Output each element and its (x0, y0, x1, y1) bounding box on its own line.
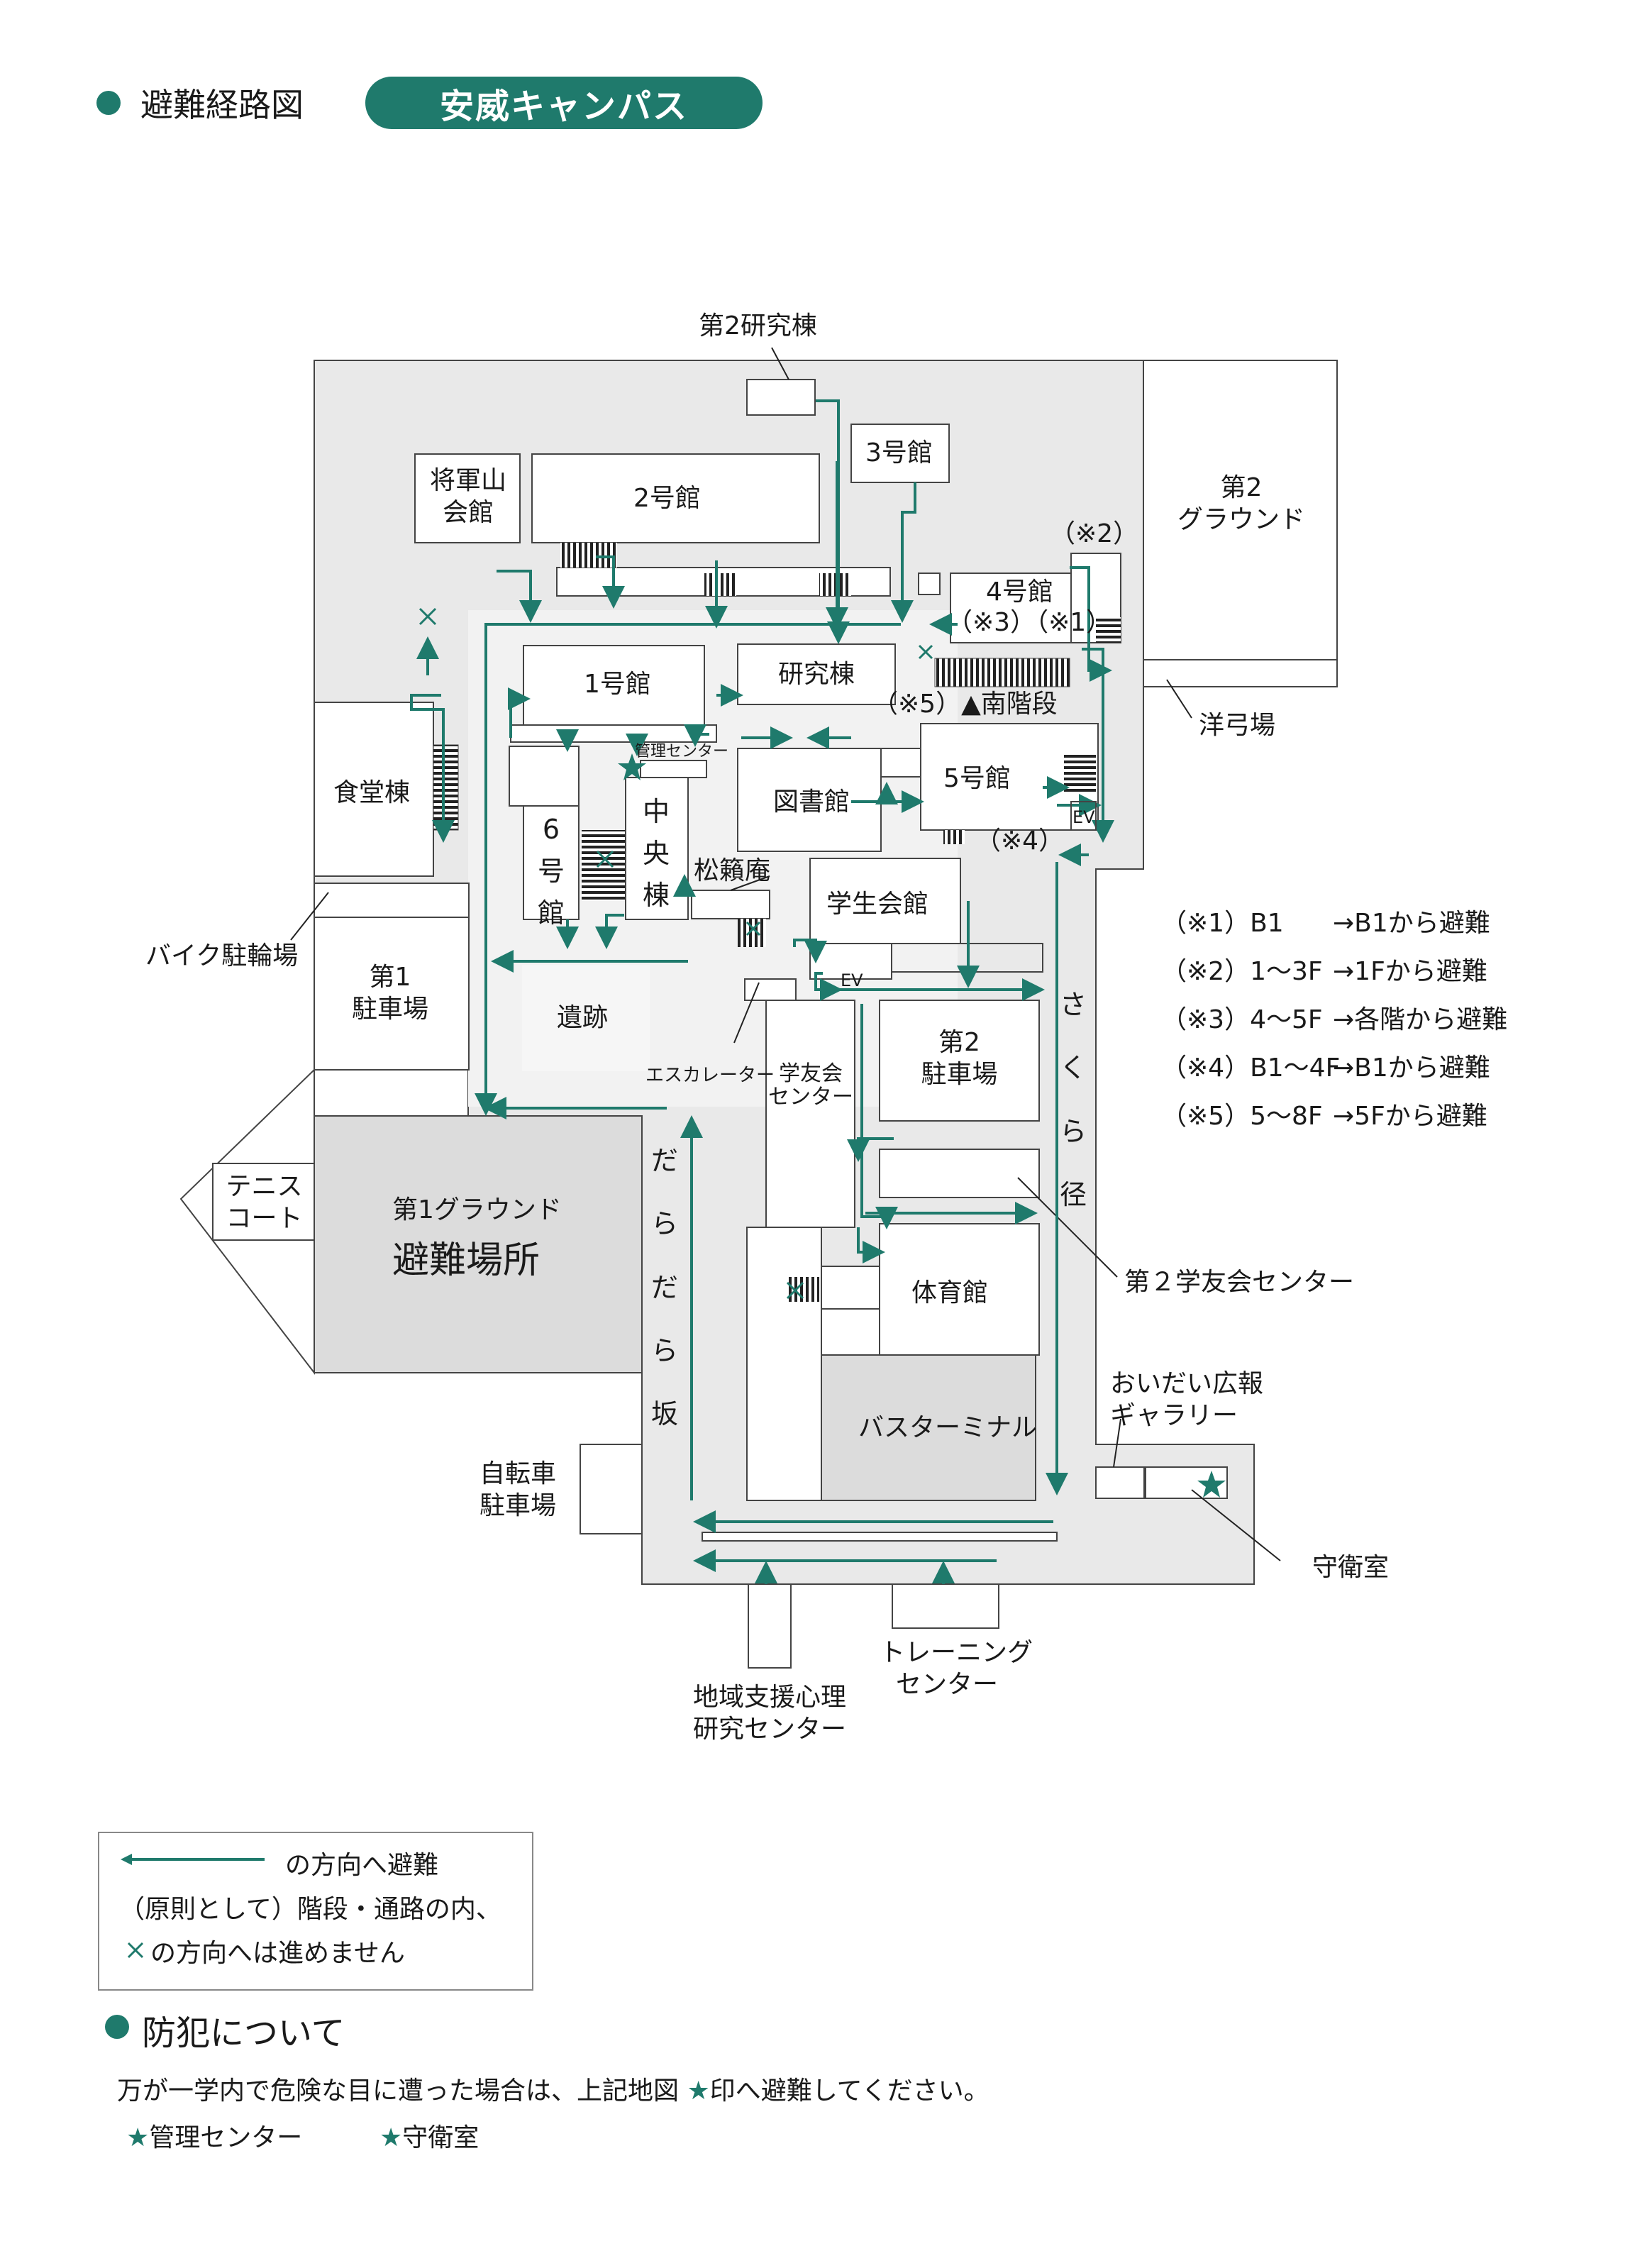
label-chiiki: 地域支援心理研究センター (692, 1683, 846, 1744)
label-tennis: テニスコート (226, 1172, 303, 1233)
taiikukan-building (879, 1223, 1040, 1356)
label-bus: バスターミナル (858, 1413, 1038, 1442)
crime-text: 万が一学内で危険な目に遭った場合は、上記地図 ★印へ避難してください。 (117, 2076, 989, 2106)
legend-box: の方向へ避難 （原則として）階段・通路の内、 の方向へは進めません (98, 1832, 533, 1991)
toshokan-building (737, 748, 882, 852)
gou1-building (523, 645, 705, 726)
page-title: 避難経路図 (140, 86, 304, 124)
floor-note: （※1）B1→B1から避難 (1161, 909, 1490, 938)
first-ground (314, 1115, 643, 1373)
floor-note: （※2）1～3F→1Fから避難 (1161, 957, 1487, 986)
label-koho: おいだい広報ギャラリー (1110, 1369, 1264, 1430)
legend-arrow-icon (121, 1854, 265, 1865)
legend-cross-icon (127, 1942, 144, 1959)
label-shogunyama: 将軍山会館 (429, 466, 506, 527)
label-daradara: だらだら坂 (650, 1145, 678, 1430)
label-taiikukan: 体育館 (911, 1278, 989, 1307)
gou3-building (850, 424, 950, 483)
dai1-parking (314, 917, 470, 1071)
legend-cross-text: の方向へは進めません (150, 1939, 405, 1968)
shogunyama-building (414, 453, 521, 543)
label-dai1-ground: 第1グラウンド (392, 1195, 562, 1224)
campus-badge: 安威キャンパス (365, 77, 763, 129)
bus-terminal (821, 1354, 1036, 1501)
label-chuo: 中央棟 (642, 796, 670, 911)
label-dai2-kenkyu: 第2研究棟 (699, 311, 817, 341)
label-jitensha: 自転車駐車場 (479, 1459, 556, 1520)
label-hinan-basho: 避難場所 (392, 1239, 540, 1282)
label-note2: （※2） (1050, 519, 1139, 548)
gou2-building (531, 453, 820, 543)
label-bike: バイク駐輪場 (145, 941, 299, 970)
shokudo-building (314, 702, 434, 877)
label-gou5: 5号館 (943, 764, 1011, 793)
legend-line2: （原則として）階段・通路の内、 (119, 1895, 501, 1924)
label-iseki: 遺跡 (557, 1003, 609, 1032)
label-gakusei: 学生会館 (826, 890, 929, 919)
label-sakura: さくら径 (1059, 989, 1087, 1210)
dai2-kenkyu-building (746, 379, 816, 416)
label-shokudo: 食堂棟 (333, 778, 411, 807)
kenkyuto-building (737, 643, 896, 705)
label-gou1: 1号館 (584, 670, 651, 699)
crime-item-kanri: ★管理センター (126, 2123, 303, 2152)
label-note4: （※4） (975, 826, 1065, 856)
label-dai2-gakuyu: 第２学友会センター (1124, 1268, 1355, 1297)
label-gou3: 3号館 (865, 438, 933, 468)
label-kyudo: 洋弓場 (1199, 711, 1276, 740)
floor-note: （※4）B1～4F→B1から避難 (1161, 1053, 1490, 1083)
gakuyu-building (765, 1000, 855, 1228)
label-toshokan: 図書館 (773, 787, 850, 817)
floor-note: （※5）5～8F→5Fから避難 (1161, 1102, 1487, 1131)
second-ground (1143, 360, 1338, 687)
crime-item-shuei: ★守衛室 (379, 2123, 479, 2152)
label-gou4: 4号館 (986, 577, 1053, 607)
label-training: トレーニングセンター (880, 1638, 1033, 1699)
floor-note: （※3）4～5F→各階から避難 (1161, 1005, 1508, 1034)
crime-dot (105, 2015, 129, 2039)
label-gou4-note: （※3）（※1） (947, 608, 1112, 637)
label-kanri-center: 管理センター (635, 743, 729, 761)
gakusei-building (809, 858, 961, 944)
label-ev2: EV (841, 970, 863, 990)
label-gou2: 2号館 (633, 484, 701, 513)
label-ev1: EV (1072, 807, 1095, 827)
label-kenkyuto: 研究棟 (778, 660, 855, 689)
label-gakuyu: 学友会センター (768, 1061, 853, 1110)
header-dot (96, 91, 121, 115)
label-shoseki: 松籟庵 (694, 856, 771, 885)
dai2-parking (879, 1000, 1040, 1122)
dai2-gakuyu-building (879, 1149, 1040, 1198)
legend-arrow-text: の方向へ避難 (285, 1851, 439, 1880)
crime-title: 防犯について (142, 2013, 345, 2053)
label-minami-kaidan: （※5）▲南階段 (872, 690, 1058, 719)
safe-point-stars (618, 753, 1226, 1498)
gou6-building (523, 805, 580, 920)
label-escalator: エスカレーター (645, 1065, 775, 1086)
label-shueishitsu: 守衛室 (1312, 1553, 1390, 1582)
